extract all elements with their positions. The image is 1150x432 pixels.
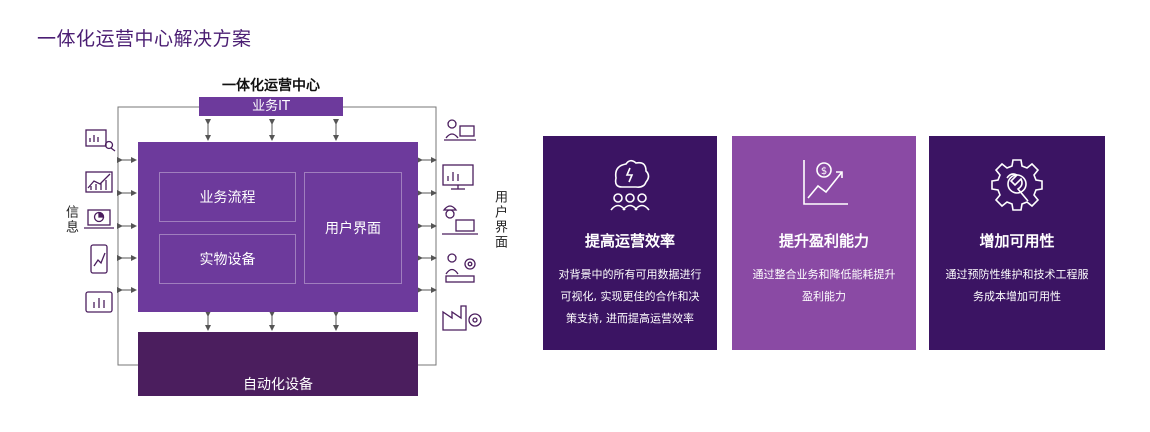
- card-desc-line: 盈利能力: [802, 290, 846, 303]
- growth-chart-icon: $: [794, 154, 854, 218]
- card-desc-line: 通过整合业务和降低能耗提升: [752, 268, 896, 281]
- automation-label: 自动化设备: [243, 377, 313, 393]
- bar-growth-icon: [85, 171, 113, 193]
- card-availability: 增加可用性 通过预防性维护和技术工程服 务成本增加可用性: [929, 136, 1105, 350]
- info-label: 信息: [63, 205, 78, 235]
- worker-gear-icon: [445, 253, 476, 283]
- card-desc-line: 务成本增加可用性: [973, 290, 1061, 303]
- process-label: 业务流程: [199, 190, 256, 206]
- card-title: 增加可用性: [979, 232, 1055, 250]
- laptop-pie-icon: [84, 209, 114, 229]
- factory-gear-icon: [442, 305, 482, 331]
- automation-box: 自动化设备: [138, 332, 418, 396]
- card-desc-line: 可视化, 实现更佳的合作和决: [560, 290, 700, 303]
- monitor-chart-icon: [442, 164, 474, 190]
- card-profitability: $ 提升盈利能力 通过整合业务和降低能耗提升 盈利能力: [732, 136, 916, 350]
- brain-people-icon: [600, 154, 660, 218]
- tablet-chart-icon: [90, 244, 108, 274]
- card-desc-line: 策支持, 进而提高运营效率: [566, 312, 694, 325]
- equipment-label: 实物设备: [199, 252, 256, 268]
- card-desc-line: 通过预防性维护和技术工程服: [945, 268, 1089, 281]
- process-box: 业务流程: [159, 172, 296, 222]
- report-search-icon: [85, 129, 116, 152]
- center-title: 一体化运营中心: [222, 78, 320, 94]
- card-efficiency: 提高运营效率 对背景中的所有可用数据进行 可视化, 实现更佳的合作和决 策支持,…: [543, 136, 717, 350]
- page-title: 一体化运营中心解决方案: [37, 28, 252, 50]
- card-description: 通过整合业务和降低能耗提升 盈利能力: [732, 264, 916, 308]
- business-it-bar: 业务IT: [199, 97, 343, 116]
- user-interface-side-label: 用户界面: [492, 190, 507, 250]
- card-description: 通过预防性维护和技术工程服 务成本增加可用性: [929, 264, 1105, 308]
- card-desc-line: 对背景中的所有可用数据进行: [558, 268, 702, 281]
- tablet-bars-icon: [85, 291, 113, 313]
- worker-desk-icon: [444, 119, 476, 141]
- card-title: 提高运营效率: [584, 232, 675, 250]
- user-interface-box: 用户界面: [304, 172, 402, 284]
- equipment-box: 实物设备: [159, 234, 296, 284]
- core-box: 业务流程 实物设备 用户界面: [138, 142, 418, 312]
- card-description: 对背景中的所有可用数据进行 可视化, 实现更佳的合作和决 策支持, 进而提高运营…: [543, 264, 717, 330]
- card-title: 提升盈利能力: [778, 232, 869, 250]
- engineer-laptop-icon: [442, 205, 478, 235]
- operations-diagram: 一体化运营中心 业务IT 业务流程 实物设备 用户界面 自动化设备 信息 用户界…: [0, 0, 520, 432]
- wrench-gear-icon: [987, 154, 1047, 218]
- svg-text:$: $: [821, 166, 827, 177]
- user-interface-label: 用户界面: [325, 221, 381, 237]
